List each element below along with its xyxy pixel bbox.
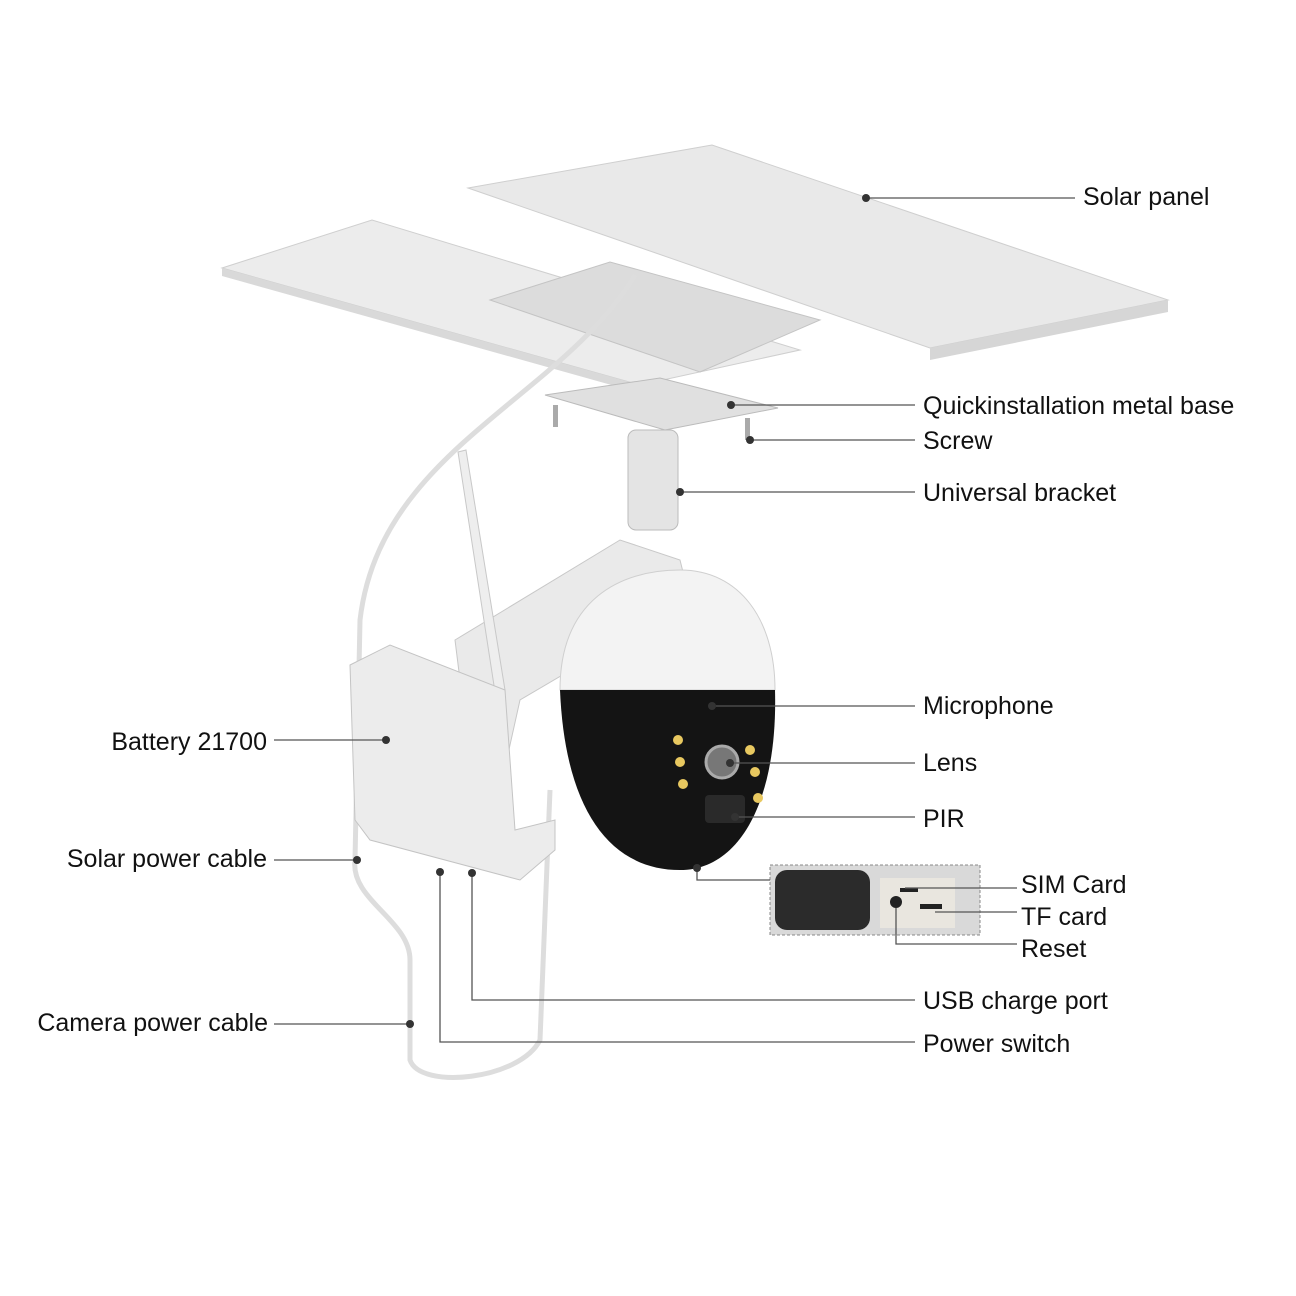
label-reset: Reset — [1021, 935, 1087, 963]
label-solar-panel: Solar panel — [1083, 183, 1210, 211]
label-microphone: Microphone — [923, 692, 1054, 720]
leader-lines — [274, 197, 1075, 1043]
label-metal-base: Quickinstallation metal base — [923, 392, 1235, 420]
label-usb-charge-port: USB charge port — [923, 987, 1108, 1015]
lens-glyph — [704, 744, 740, 780]
label-power-switch: Power switch — [923, 1030, 1071, 1058]
label-battery: Battery 21700 — [111, 728, 267, 756]
camera-face — [560, 690, 776, 870]
label-sim-card: SIM Card — [1021, 871, 1127, 899]
panel-mount — [488, 261, 822, 373]
metal-base — [544, 377, 779, 431]
battery-box — [349, 644, 556, 881]
label-lens: Lens — [923, 749, 978, 777]
universal-bracket — [627, 429, 679, 531]
label-solar-power-cable: Solar power cable — [66, 845, 267, 873]
label-screw: Screw — [923, 427, 993, 455]
camera-dome — [559, 569, 776, 691]
label-universal-bracket: Universal bracket — [923, 479, 1117, 507]
label-tf-card: TF card — [1021, 903, 1108, 931]
label-camera-power-cable: Camera power cable — [37, 1009, 268, 1037]
label-pir: PIR — [923, 805, 965, 833]
